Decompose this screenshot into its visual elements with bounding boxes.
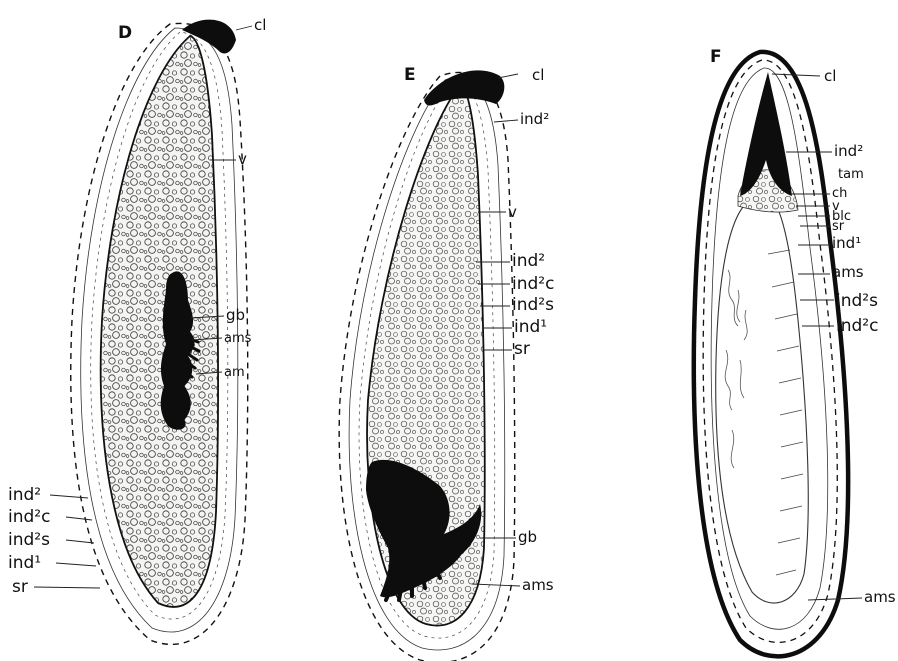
panel-d-label-gb: gb	[226, 306, 245, 324]
panel-d-label-ind2s: ind²s	[8, 530, 50, 550]
panel-d-letter: D	[118, 23, 132, 43]
panel-d-label-sr: sr	[12, 577, 28, 597]
panel-f: F cl ind² tam ch v blc sr ind¹ ams ind²s…	[694, 47, 896, 656]
panel-d-label-ind2: ind²	[8, 485, 41, 505]
panel-e-label-ind2: ind²	[512, 251, 545, 271]
panel-f-label-ams-top: ams	[832, 263, 864, 281]
panel-d-label-cl: cl	[254, 16, 266, 34]
panel-f-letter: F	[710, 47, 722, 67]
panel-e-label-ams: ams	[522, 576, 554, 594]
panel-e-label-ind1: ind¹	[514, 317, 547, 337]
panel-e-letter: E	[404, 65, 416, 85]
panel-d-label-am: am	[224, 365, 245, 380]
panel-d: D cl v gb ams am ind² ind²c ind²s ind¹ s…	[8, 16, 266, 644]
panel-f-label-cl: cl	[824, 67, 836, 85]
panel-d-label-v: v	[238, 150, 247, 168]
panel-e: E cl ind² v ind² ind²c ind²s ind¹ sr gb …	[339, 65, 554, 661]
panel-e-label-v: v	[508, 203, 517, 221]
panel-e-label-gb: gb	[518, 528, 537, 546]
panel-d-yolk	[101, 36, 218, 607]
panel-f-label-ind2s: ind²s	[836, 291, 878, 311]
panel-d-label-ind2c: ind²c	[8, 507, 50, 527]
panel-e-label-ind2-top: ind²	[520, 110, 549, 128]
panel-d-label-ams: ams	[224, 331, 252, 346]
panel-d-label-ind1: ind¹	[8, 553, 41, 573]
panel-f-label-tam: tam	[838, 167, 864, 182]
panel-f-label-sr: sr	[832, 219, 845, 234]
panel-e-label-ind2s: ind²s	[512, 295, 554, 315]
panel-f-label-ind2: ind²	[834, 142, 863, 160]
panel-f-label-ind2c: ind²c	[836, 316, 878, 336]
panel-e-label-cl: cl	[532, 66, 544, 84]
panel-f-label-ind1: ind¹	[832, 234, 861, 252]
panel-f-label-ams-bottom: ams	[864, 588, 896, 606]
panel-e-label-ind2c: ind²c	[512, 274, 554, 294]
panel-e-label-sr: sr	[514, 339, 530, 359]
